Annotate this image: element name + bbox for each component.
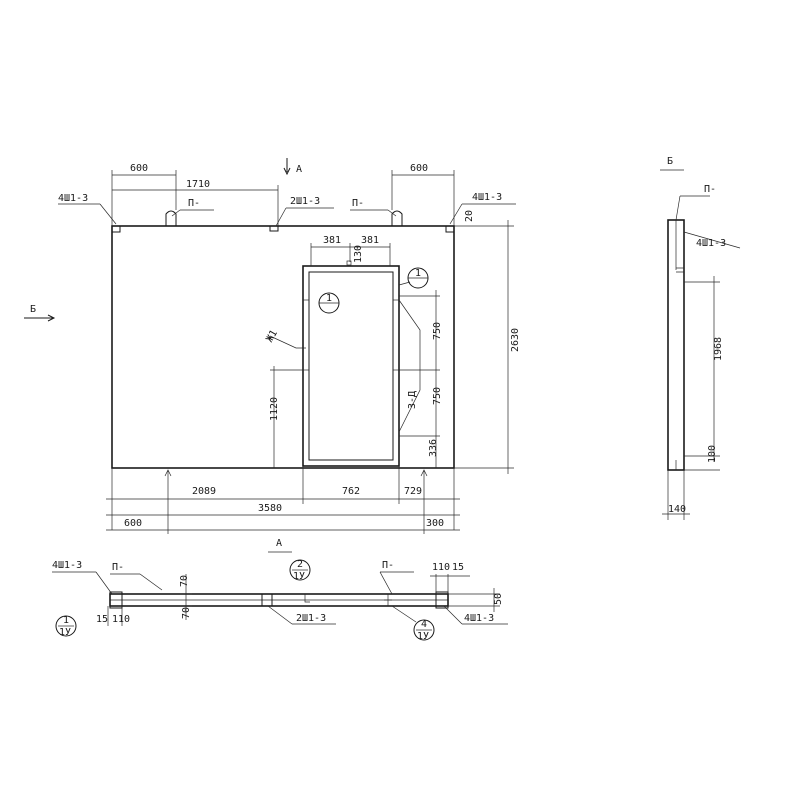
- plan-loop-left: П-: [112, 562, 124, 573]
- plan-node-1-sheet: 1У: [59, 627, 71, 638]
- mid-anchor-mark: [269, 226, 279, 232]
- dim-750-top: 750: [432, 322, 443, 340]
- callout-loop-left: П-: [188, 198, 200, 209]
- door-opening-outer: [302, 265, 400, 467]
- side-marker-left: Б: [24, 304, 56, 322]
- dim-336: 336: [428, 439, 439, 457]
- node-1-left-label: 1: [326, 293, 332, 304]
- plan-view-title: А: [276, 538, 282, 549]
- plan-node-1-num: 1: [63, 615, 69, 626]
- section-marker-top: А: [283, 158, 302, 176]
- plan-right-anchor: 4Ш1-3: [464, 613, 494, 624]
- side-view: Б П- 4Ш1-3 1968 100 140: [660, 156, 741, 520]
- dim-bottom-600: 600: [124, 518, 142, 529]
- node-1-right-label: 1: [415, 268, 421, 279]
- dim-762: 762: [342, 486, 360, 497]
- side-view-anchor: 4Ш1-3: [696, 238, 726, 249]
- plan-node-2-circle: [289, 559, 311, 581]
- side-dim-140: 140: [668, 504, 686, 515]
- door-opening-inner: [308, 271, 394, 461]
- right-corner-anchor: [445, 226, 455, 233]
- plan-view: А 4Ш1-3 П- 70 70 1 1У 15 110: [52, 538, 508, 642]
- callout-mid-anchor: 2Ш1-3: [290, 196, 320, 207]
- side-view-loop: П-: [704, 184, 716, 195]
- side-dim-1968: 1968: [713, 337, 724, 361]
- plan-dim-70-top: 70: [179, 575, 190, 587]
- dim-total-3580: 3580: [258, 503, 282, 514]
- side-marker-left-label: Б: [30, 304, 36, 315]
- dim-top-600-left: 600: [130, 163, 148, 174]
- plan-node-2-sheet: 1У: [293, 571, 305, 582]
- dim-381-left: 381: [323, 235, 341, 246]
- dim-1120: 1120: [269, 397, 280, 421]
- callout-loop-right: П-: [352, 198, 364, 209]
- dim-small-20: 20: [464, 210, 475, 222]
- left-corner-anchor: [111, 226, 121, 233]
- plan-dim-50: 50: [493, 593, 504, 605]
- lifting-loop-right: [391, 210, 403, 226]
- dim-130: 130: [353, 245, 364, 263]
- plan-dim-70-bot: 70: [181, 607, 192, 619]
- plan-loop-right: П-: [382, 560, 394, 571]
- callout-left-anchor: 4Ш1-3: [58, 193, 88, 204]
- dim-top-600-right: 600: [410, 163, 428, 174]
- front-view: А 600 1710 600 4Ш1-3 П- 2Ш1-3 П- 4Ш1-3 2…: [24, 158, 521, 534]
- dim-729: 729: [404, 486, 422, 497]
- plan-node-4-sheet: 1У: [417, 631, 429, 642]
- plan-dim-110-r: 110: [432, 562, 450, 573]
- label-3d: 3-Д: [407, 391, 418, 409]
- lifting-loop-left: [165, 210, 177, 226]
- plan-left-end: [109, 591, 123, 609]
- panel-outline: [111, 225, 455, 469]
- plan-node-1-circle: [55, 615, 77, 637]
- plan-node-4-circle: [413, 619, 435, 641]
- plan-right-end: [435, 591, 449, 609]
- plan-dim-110: 110: [112, 614, 130, 625]
- dim-750-bot: 750: [432, 387, 443, 405]
- dim-381-right: 381: [361, 235, 379, 246]
- lintel-mark: Ж1: [264, 328, 280, 344]
- callout-right-anchor: 4Ш1-3: [472, 192, 502, 203]
- side-view-title: Б: [667, 156, 673, 167]
- plan-dim-15-r: 15: [452, 562, 464, 573]
- plan-node-4-num: 4: [421, 619, 427, 630]
- plan-left-anchor: 4Ш1-3: [52, 560, 82, 571]
- section-marker-top-label: А: [296, 164, 302, 175]
- dim-bottom-300: 300: [426, 518, 444, 529]
- dim-2089: 2089: [192, 486, 216, 497]
- opening-small-mark: [346, 260, 352, 266]
- plan-mid-anchor: [261, 593, 273, 607]
- dim-top-1710: 1710: [186, 179, 210, 190]
- side-dim-100: 100: [707, 445, 718, 463]
- dim-height-2630: 2630: [510, 328, 521, 352]
- plan-mid-anchor-label: 2Ш1-3: [296, 613, 326, 624]
- plan-node-2-num: 2: [297, 559, 303, 570]
- plan-dim-15: 15: [96, 614, 108, 625]
